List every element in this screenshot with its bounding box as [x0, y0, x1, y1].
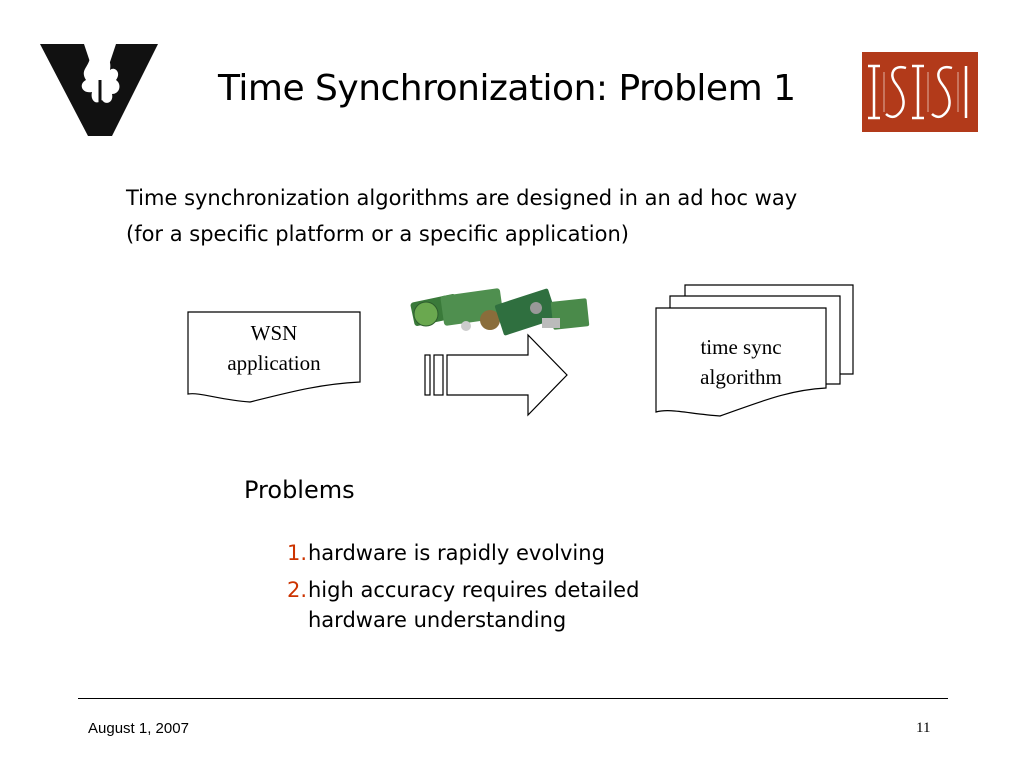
vanderbilt-logo [40, 40, 160, 140]
wsn-application-line-2: application [227, 351, 321, 375]
problems-heading: Problems [244, 476, 355, 504]
problem-line: high accuracy requires detailed [308, 578, 640, 602]
footer-divider [78, 698, 948, 699]
wsn-application-label: WSN application [196, 318, 352, 378]
problem-line: hardware understanding [308, 608, 567, 632]
intro-text: Time synchronization algorithms are desi… [126, 180, 797, 252]
time-sync-algorithm-document [655, 307, 827, 417]
intro-line-2: (for a specific platform or a specific a… [126, 222, 629, 246]
problem-item: 2. high accuracy requires detailed hardw… [287, 575, 688, 635]
time-sync-line-2: algorithm [700, 365, 782, 389]
striped-right-arrow-icon [424, 333, 568, 417]
problem-item: 1. hardware is rapidly evolving [287, 538, 688, 568]
intro-line-1: Time synchronization algorithms are desi… [126, 186, 798, 210]
slide-title: Time Synchronization: Problem 1 [218, 68, 796, 109]
time-sync-algorithm-label: time sync algorithm [660, 332, 822, 392]
wsn-application-document [187, 311, 361, 403]
sensor-boards-photo-icon [410, 288, 590, 336]
problem-number: 1. [287, 541, 308, 565]
time-sync-line-1: time sync [700, 335, 782, 359]
problem-number: 2. [287, 578, 308, 602]
wsn-application-line-1: WSN [250, 321, 298, 345]
footer-date: August 1, 2007 [88, 720, 189, 737]
page-number: 11 [916, 720, 931, 736]
problem-list: 1. hardware is rapidly evolving 2. high … [287, 538, 688, 642]
process-diagram: WSN application time sync algorithm [180, 280, 870, 430]
problem-line: hardware is rapidly evolving [308, 541, 605, 565]
isis-logo [862, 52, 978, 132]
